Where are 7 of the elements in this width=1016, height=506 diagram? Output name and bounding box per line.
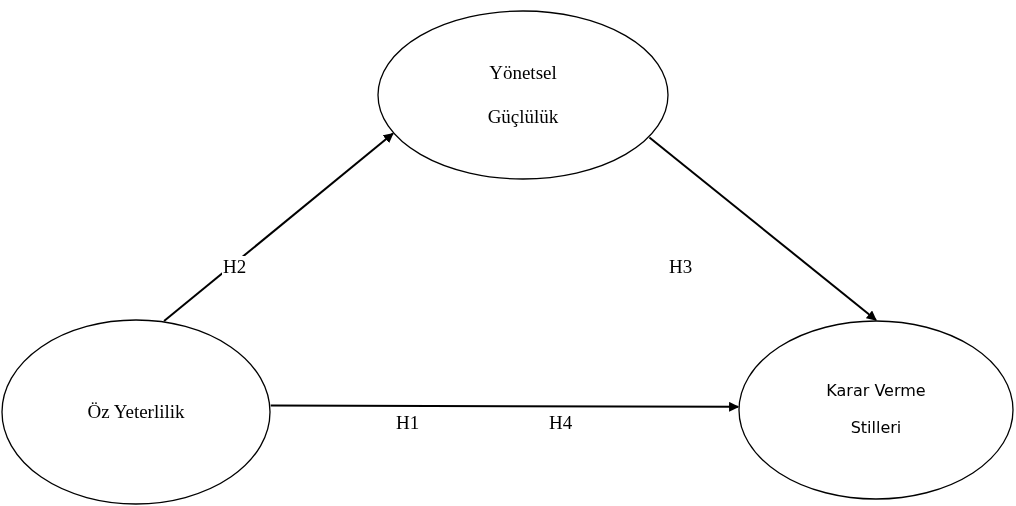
node-label: Öz Yeterlilik	[86, 400, 186, 425]
arrow	[269, 401, 740, 412]
arrow	[163, 132, 394, 323]
node-label: Yönetsel Güçlülük	[486, 61, 560, 129]
arrow	[648, 136, 877, 321]
node-label: Karar Verme Stilleri	[825, 380, 927, 439]
edge-label: H2	[222, 256, 248, 278]
